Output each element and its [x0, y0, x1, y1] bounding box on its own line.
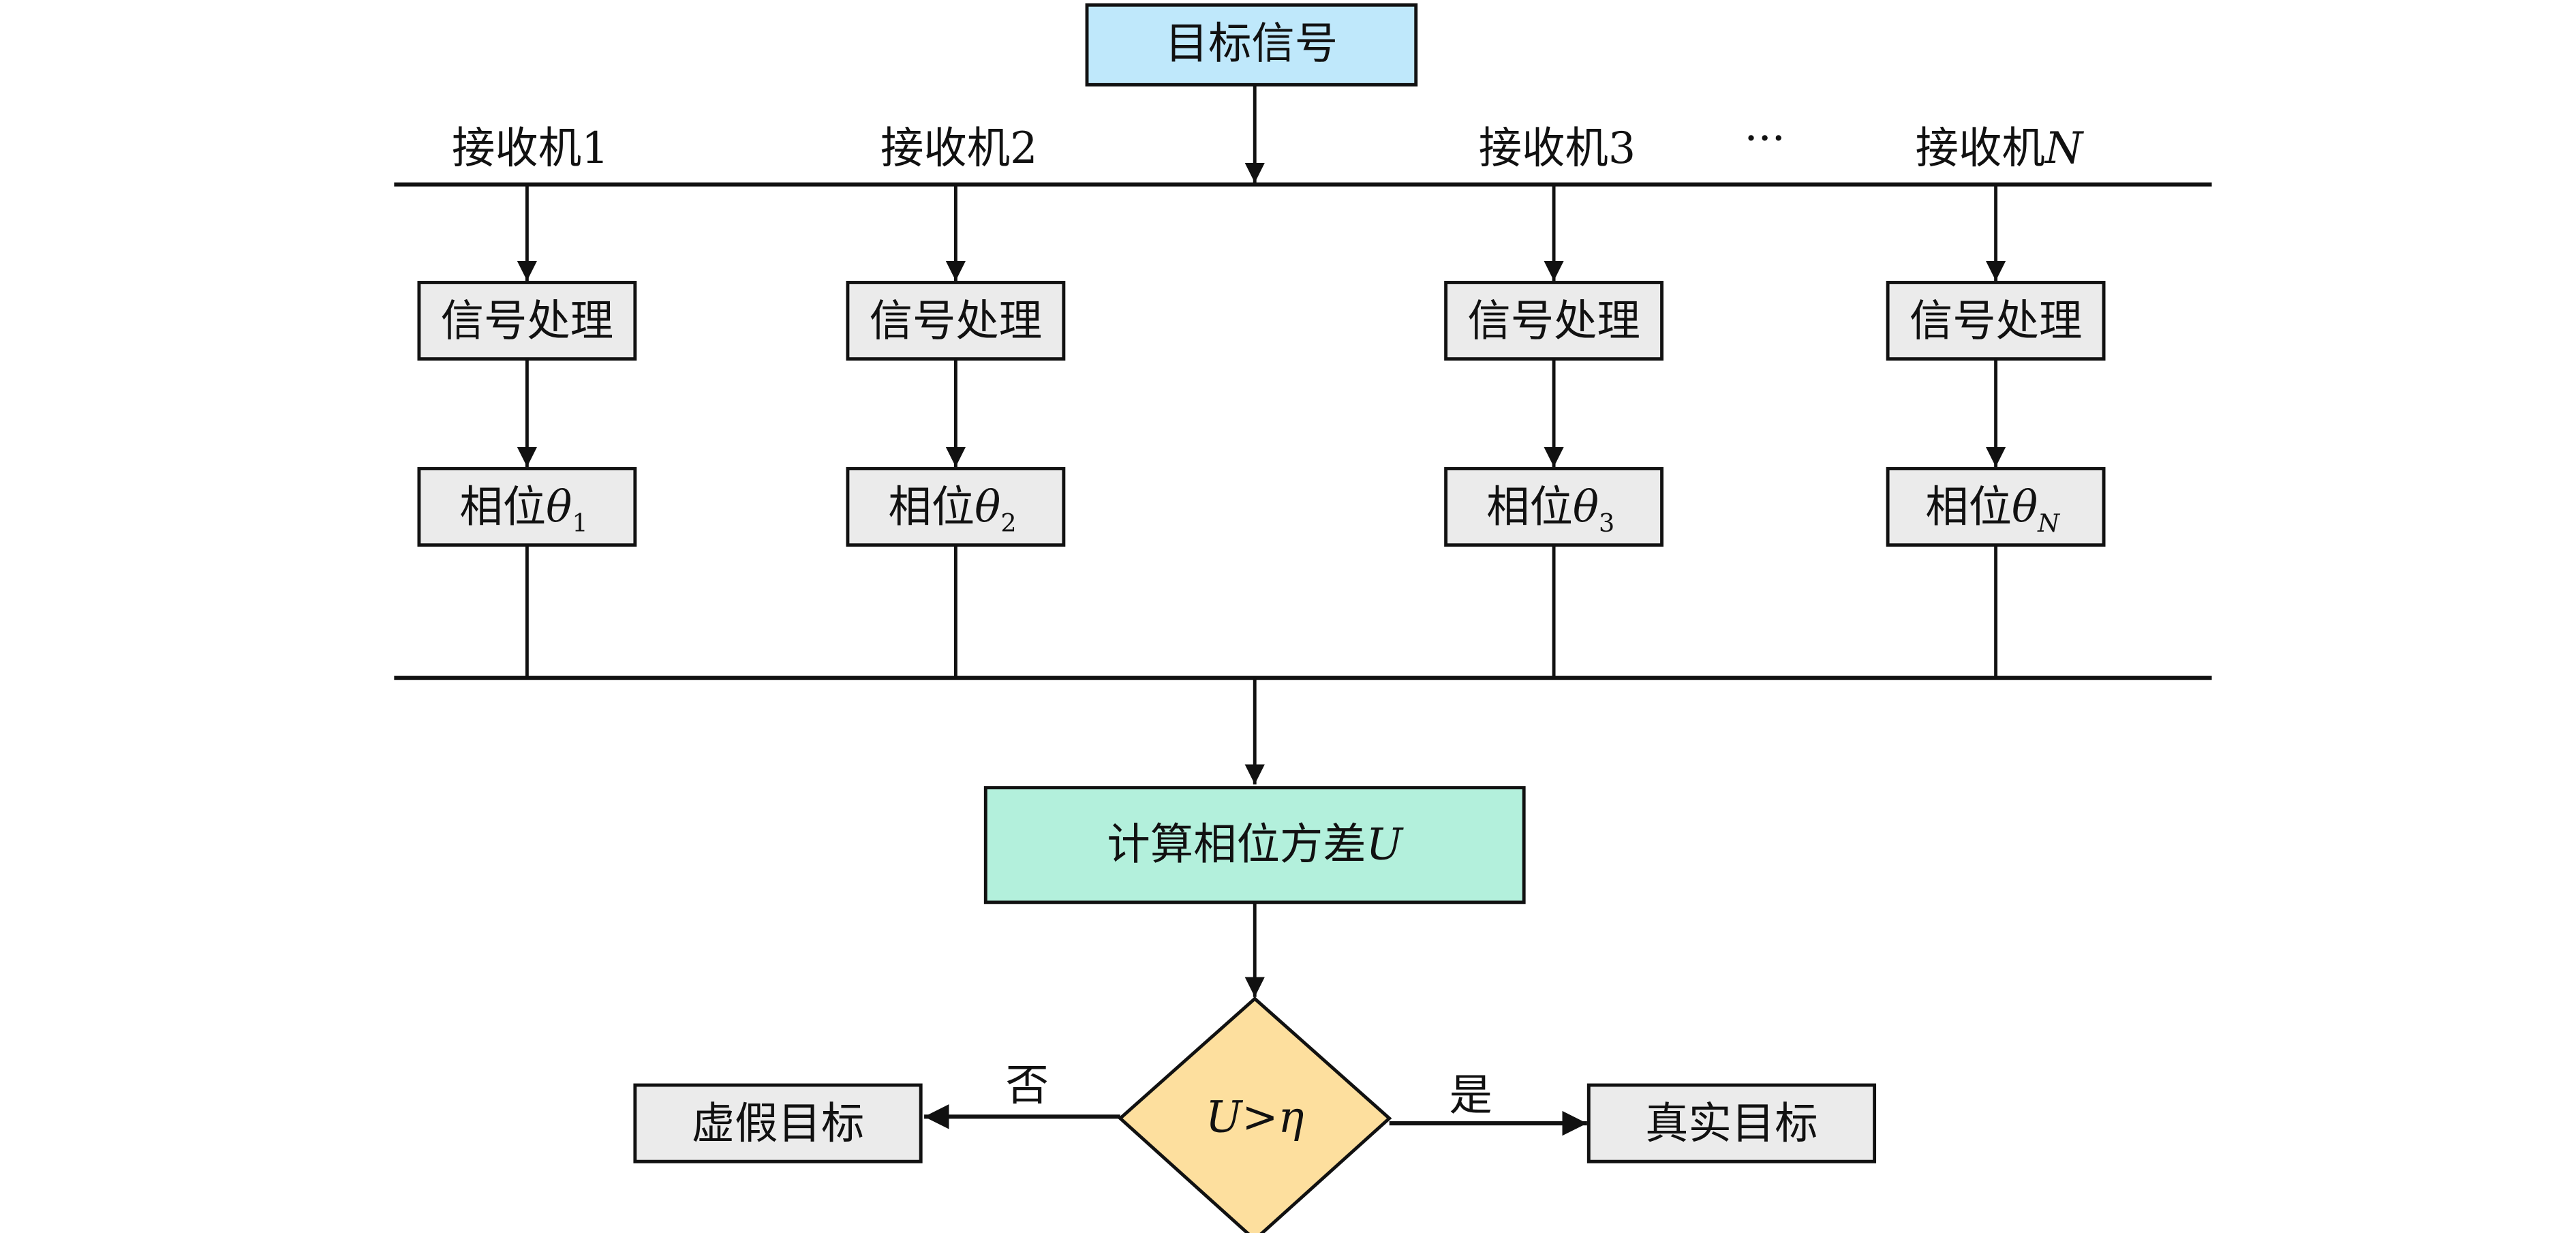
receiver-label: 接收机N — [1916, 123, 2085, 173]
phase-box — [1886, 467, 2106, 547]
ellipsis: ··· — [1744, 112, 1785, 163]
phase-label: 相位θ3 — [1486, 482, 1614, 538]
false-target-box — [633, 1083, 923, 1163]
false-target-label: 虚假目标 — [692, 1098, 865, 1148]
phase-box — [1444, 467, 1663, 547]
decision-label: U>η — [1206, 1091, 1304, 1142]
yes-label: 是 — [1449, 1070, 1492, 1121]
true-target-label: 真实目标 — [1645, 1098, 1818, 1148]
phase-label: 相位θ1 — [459, 482, 587, 538]
target-signal-label: 目标信号 — [1165, 18, 1338, 68]
signal-processing-label: 信号处理 — [1910, 295, 2083, 346]
phase-box — [846, 467, 1066, 547]
compute-variance-label: 计算相位方差U — [1107, 819, 1404, 869]
true-target-box — [1586, 1083, 1877, 1163]
phase-label: 相位θ2 — [888, 482, 1016, 538]
no-label: 否 — [1006, 1060, 1049, 1110]
receiver-label: 接收机1 — [452, 123, 609, 173]
decision-diamond — [1118, 996, 1392, 1233]
signal-processing-box — [417, 281, 637, 361]
target-signal-box — [1085, 3, 1418, 87]
signal-processing-label: 信号处理 — [870, 295, 1043, 346]
signal-processing-label: 信号处理 — [1467, 295, 1640, 346]
receiver-label: 接收机2 — [880, 123, 1037, 173]
phase-label: 相位θN — [1925, 482, 2061, 538]
receiver-label: 接收机3 — [1479, 123, 1636, 173]
signal-processing-label: 信号处理 — [441, 295, 614, 346]
phase-box — [417, 467, 637, 547]
